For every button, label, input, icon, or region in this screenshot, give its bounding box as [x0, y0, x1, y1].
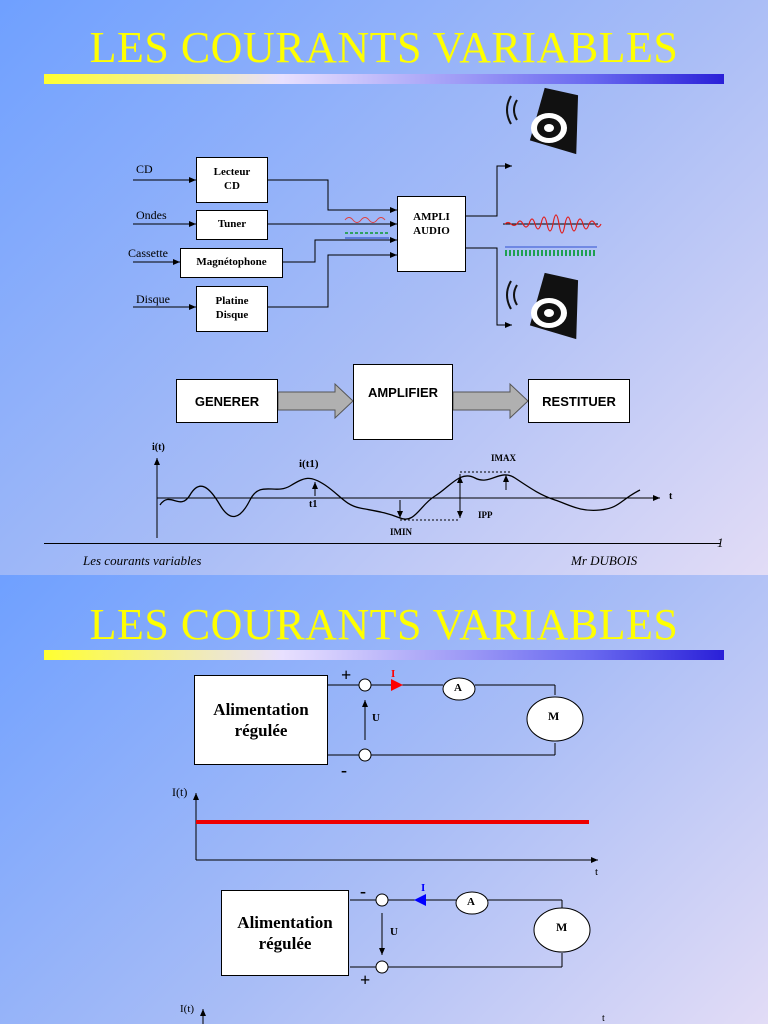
terminal-minus-2	[375, 893, 389, 907]
graph-2-y-label: I(t)	[180, 1003, 195, 1015]
ammeter-2-label: A	[467, 896, 475, 908]
circuit-2-wiring	[350, 899, 563, 968]
waveform-graph	[154, 458, 660, 538]
voltage-label: U	[372, 712, 380, 724]
graph-2	[200, 1009, 206, 1024]
terminal-plus	[358, 678, 372, 692]
footer-left: Les courants variables	[83, 553, 202, 568]
motor-2-symbol	[533, 907, 591, 953]
amplifier-box: AMPLIFIER	[353, 364, 453, 440]
speaker-icon	[506, 272, 579, 340]
motor-1-label: M	[548, 709, 560, 723]
graph-ipp-label: IPP	[478, 510, 493, 520]
slide-title: LES COURANTS VARIABLES	[89, 600, 679, 649]
graph-imax-label: IMAX	[491, 453, 516, 463]
process-arrow-1	[277, 382, 354, 420]
title-underline	[44, 74, 724, 84]
input-label-cassette: Cassette	[128, 246, 168, 260]
audio-chain-diagram	[133, 87, 660, 538]
ammeter-2-symbol	[455, 891, 489, 915]
graph-imin-label: IMIN	[390, 527, 412, 537]
terminal-plus-2	[375, 960, 389, 974]
current-waveform	[159, 474, 641, 520]
supply-2-box: Alimentation régulée	[221, 890, 349, 976]
graph-1-x-label: t	[595, 866, 599, 878]
slide-2: LES COURANTS VARIABLES	[0, 575, 768, 1024]
footer-rule	[44, 543, 720, 544]
graph-1-y-label: I(t)	[172, 785, 188, 799]
slide-title: LES COURANTS VARIABLES	[89, 23, 679, 72]
minus-sign: -	[341, 760, 347, 780]
magnetophone-box: Magnétophone	[180, 248, 283, 278]
process-arrow-2	[452, 382, 529, 420]
top-sign: -	[360, 881, 366, 901]
restituer-box: RESTITUER	[528, 379, 630, 423]
graph-y-label: i(t)	[152, 442, 165, 453]
current-label-red: I	[391, 668, 396, 680]
lecteur-cd-box: Lecteur CD	[196, 157, 268, 203]
tuner-box: Tuner	[196, 210, 268, 240]
disque-to-ampli-line	[268, 252, 397, 308]
ampli-audio-box: AMPLI AUDIO	[397, 196, 466, 272]
output-red-waveform	[504, 214, 602, 234]
cassette-to-ampli-line	[283, 237, 397, 263]
graph-1	[193, 793, 598, 863]
ampli-to-speaker2-line	[466, 247, 512, 328]
speaker-icon	[506, 87, 579, 155]
graph-t1-label: t1	[309, 499, 318, 510]
generer-box: GENERER	[176, 379, 278, 423]
cd-to-ampli-line	[268, 179, 397, 213]
terminal-minus	[358, 748, 372, 762]
page-number: 1	[717, 535, 724, 550]
platine-disque-box: Platine Disque	[196, 286, 268, 332]
graph-curve-label: i(t1)	[299, 458, 319, 470]
title-underline	[44, 650, 724, 660]
current-arrow-blue	[414, 894, 426, 906]
graph-x-label: t	[669, 491, 673, 502]
ammeter-1-symbol	[442, 677, 476, 701]
supply-1-box: Alimentation régulée	[194, 675, 328, 765]
voltage-label-2: U	[390, 926, 398, 938]
circuits-diagram	[193, 677, 598, 1024]
graph-2-x-label: t	[602, 1013, 605, 1024]
plus-sign: +	[341, 665, 352, 685]
ammeter-1-label: A	[454, 682, 462, 694]
footer-right: Mr DUBOIS	[571, 553, 638, 568]
slide-1: LES COURANTS VARIABLES	[0, 0, 768, 575]
ampli-to-speaker1-line	[466, 163, 512, 217]
input-label-disque: Disque	[136, 292, 170, 306]
input-label-cd: CD	[136, 162, 153, 176]
circuit-1-wiring	[327, 684, 556, 756]
current-arrow-red	[391, 679, 403, 691]
input-label-ondes: Ondes	[136, 208, 167, 222]
motor-1-symbol	[526, 696, 584, 742]
motor-2-label: M	[556, 920, 568, 934]
small-red-wave	[344, 217, 386, 223]
bottom-sign: +	[360, 970, 371, 990]
current-label-blue: I	[421, 882, 426, 894]
